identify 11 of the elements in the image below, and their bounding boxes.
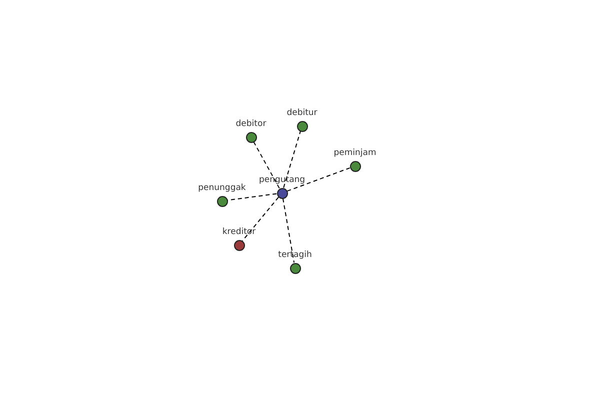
dashed-connector <box>286 167 350 192</box>
node-label: kreditor <box>222 228 256 236</box>
node-label: debitur <box>286 109 318 118</box>
node-label: tertagih <box>278 251 312 260</box>
dashed-connector <box>282 198 295 264</box>
dashed-connector <box>283 130 301 188</box>
node-label: pengutang <box>258 176 306 184</box>
node-label: debitor <box>236 120 266 128</box>
node-label: peminjam <box>334 149 376 158</box>
dashed-connector <box>253 141 280 189</box>
node-label: penunggak <box>198 184 246 192</box>
